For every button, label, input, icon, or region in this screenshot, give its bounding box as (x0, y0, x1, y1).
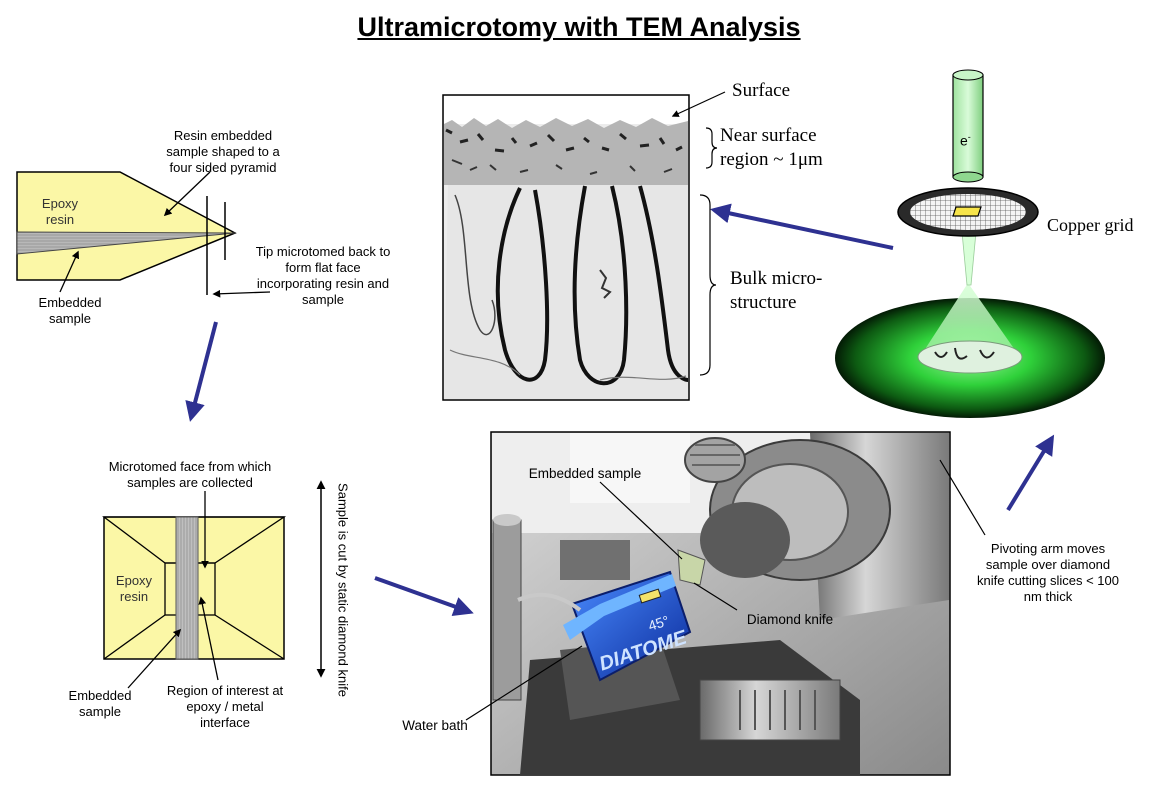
microtome-photo (465, 431, 986, 776)
photo-embedded-sample-label: Embedded sample (528, 466, 642, 481)
water-bath-label: Water bath (402, 718, 468, 733)
roi-label: Region of interest at epoxy / metal inte… (166, 683, 284, 730)
tem-micrograph (442, 91, 726, 401)
tem-illustration (835, 69, 1105, 418)
pivot-note: Pivoting arm moves sample over diamond k… (977, 541, 1119, 604)
surface-label: Surface (732, 80, 791, 101)
pyramid-resin-label: Epoxy resin (41, 196, 79, 227)
face-view (102, 491, 287, 689)
flow-arrows (185, 203, 1055, 617)
face-sample-label: Embedded sample (68, 688, 132, 719)
diamond-knife-label: Diamond knife (746, 612, 834, 627)
pyramid-shape-note: Resin embedded sample shaped to a four s… (166, 128, 280, 175)
bulk-label: Bulk micro- structure (730, 268, 823, 313)
face-resin-label: Epoxy resin (115, 573, 153, 604)
pyramid-side-view (16, 171, 271, 298)
cut-direction-label: Sample is cut by static diamond knife (335, 483, 351, 697)
near-surface-label: Near surface region ~ 1μm (720, 125, 823, 170)
pyramid-sample-label: Embedded sample (38, 295, 102, 326)
electron-label: e- (960, 132, 971, 149)
face-top-note: Microtomed face from which samples are c… (108, 459, 272, 490)
copper-grid-label: Copper grid (1047, 215, 1134, 235)
pyramid-tip-note: Tip microtomed back to form flat face in… (255, 244, 391, 307)
page-title: Ultramicrotomy with TEM Analysis (357, 12, 801, 42)
